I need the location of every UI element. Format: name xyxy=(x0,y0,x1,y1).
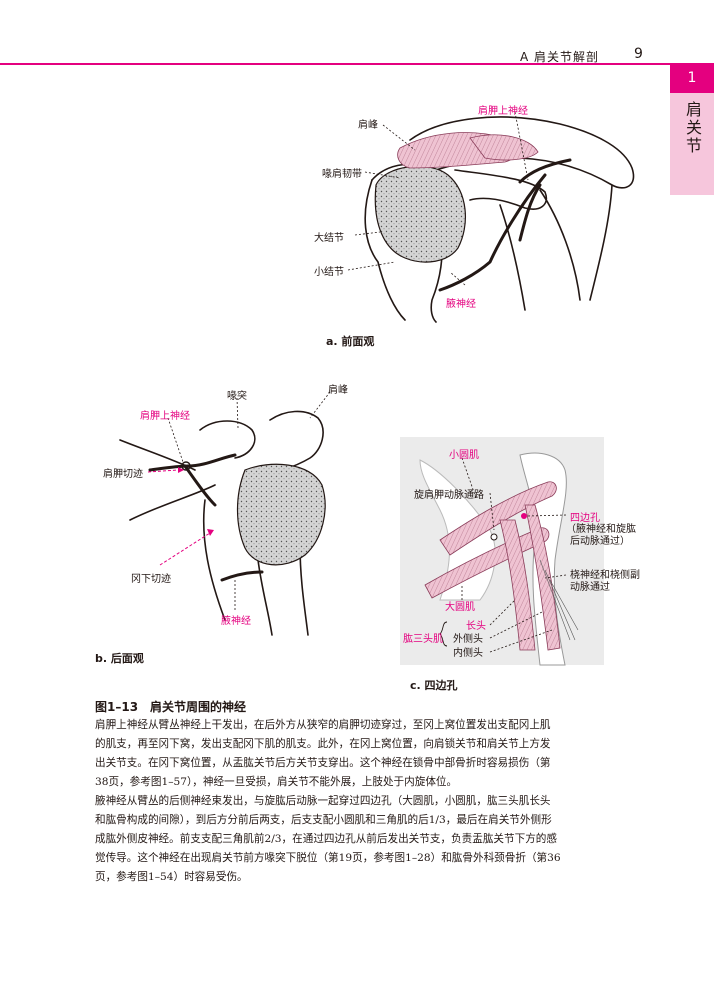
chapter-number: 1 xyxy=(670,63,714,93)
header-rule xyxy=(0,63,670,65)
fig-b-axillary-nerve-label: 腋神经 xyxy=(221,616,251,627)
fig-c-quadrilateral-space-label: 四边孔 xyxy=(570,513,600,524)
paragraph-1-line-3: 出关节支。在冈下窝位置，从盂肱关节后方关节支穿出。这个神经在锁骨中部骨折时容易损… xyxy=(95,757,551,769)
paragraph-1-line-1: 肩胛上神经从臂丛神经上干发出，在后外方从狭窄的肩胛切迹穿过，至冈上窝位置发出支配… xyxy=(95,719,551,731)
fig-b-acromion-label: 肩峰 xyxy=(328,385,348,396)
chapter-tab: 1 肩关节 xyxy=(670,63,714,195)
fig-c-medial-head-label: 内侧头 xyxy=(453,648,483,659)
running-header: A 肩关节解剖 xyxy=(520,50,600,64)
fig-c-radial-note-1: 桡神经和桡侧副 xyxy=(570,570,640,581)
page-number: 9 xyxy=(634,46,643,62)
paragraph-1-line-2: 的肌支，再至冈下窝，发出支配冈下肌的肌支。此外，在冈上窝位置，向肩锁关节和肩关节… xyxy=(95,738,551,750)
fig-c-long-head-label: 长头 xyxy=(466,621,486,632)
chapter-title: 肩关节 xyxy=(683,101,702,155)
fig-c-lateral-head-label: 外侧头 xyxy=(453,634,483,645)
fig-a-lesser-tubercle-label: 小结节 xyxy=(314,267,344,278)
figure-b-caption: b. 后面观 xyxy=(95,652,144,665)
fig-c-teres-major-label: 大圆肌 xyxy=(445,602,475,613)
fig-a-coracoacromial-ligament-label: 喙肩韧带 xyxy=(322,169,362,180)
fig-c-teres-minor-label: 小圆肌 xyxy=(449,450,479,461)
fig-b-suprascapular-nerve-label: 肩胛上神经 xyxy=(140,411,190,422)
paragraph-1-line-4: 38页，参考图1–57），神经一旦受损，肩关节不能外展，上肢处于内旋体位。 xyxy=(95,776,458,788)
fig-a-greater-tubercle-label: 大结节 xyxy=(314,233,344,244)
fig-b-spinoglenoid-notch-label: 冈下切迹 xyxy=(131,574,171,585)
fig-c-radial-note-2: 动脉通过 xyxy=(570,582,610,593)
paragraph-2-line-4: 觉传导。这个神经在出现肩关节前方喙突下脱位（第19页，参考图1–28）和肱骨外科… xyxy=(95,852,561,864)
paragraph-2-line-3: 成肱外侧皮神经。前支支配三角肌前2/3，在通过四边孔从前后发出关节支，负责盂肱关… xyxy=(95,833,557,845)
paragraph-1: 肩胛上神经从臂丛神经上干发出，在后外方从狭窄的肩胛切迹穿过，至冈上窝位置发出支配… xyxy=(95,716,595,792)
paragraph-2-line-5: 页，参考图1–54）时容易受伤。 xyxy=(95,871,248,883)
figure-c-caption: c. 四边孔 xyxy=(410,679,458,692)
figure-a-caption: a. 前面观 xyxy=(326,335,375,348)
fig-a-acromion-label: 肩峰 xyxy=(358,120,378,131)
paragraph-2: 腋神经从臂丛的后侧神经束发出，与旋肱后动脉一起穿过四边孔（大圆肌，小圆肌，肱三头… xyxy=(95,792,595,887)
fig-c-triceps-label: 肱三头肌 xyxy=(403,634,443,645)
fig-c-circumflex-scapular-artery-label: 旋肩胛动脉通路 xyxy=(414,490,484,501)
figure-title: 图1–13 肩关节周围的神经 xyxy=(95,700,247,714)
paragraph-2-line-2: 和肱骨构成的间隙），到后方分前后两支，后支支配小圆肌和三角肌的后1/3，最后在肩… xyxy=(95,814,552,826)
fig-a-axillary-nerve-label: 腋神经 xyxy=(446,299,476,310)
fig-c-quadrilateral-note-2: 后动脉通过） xyxy=(570,536,630,547)
fig-a-suprascapular-nerve-label: 肩胛上神经 xyxy=(478,106,528,117)
fig-c-quadrilateral-note-1: （腋神经和旋肱 xyxy=(566,524,636,535)
paragraph-2-line-1: 腋神经从臂丛的后侧神经束发出，与旋肱后动脉一起穿过四边孔（大圆肌，小圆肌，肱三头… xyxy=(95,795,551,807)
fig-b-suprascapular-notch-label: 肩胛切迹 xyxy=(103,469,143,480)
fig-b-coracoid-label: 喙突 xyxy=(227,391,247,402)
